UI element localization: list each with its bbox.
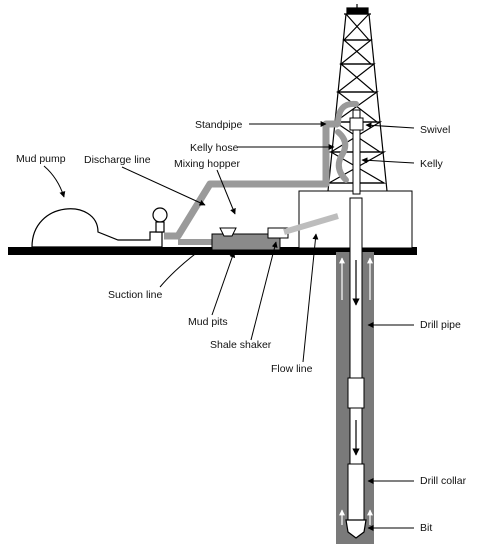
kelly	[352, 109, 361, 195]
label-discharge-line: Discharge line	[84, 154, 151, 166]
drill-bit	[345, 519, 367, 539]
mud-pits	[211, 233, 281, 251]
label-suction-line: Suction line	[108, 289, 162, 301]
mud-pump	[31, 207, 168, 248]
label-standpipe: Standpipe	[195, 119, 242, 131]
derrick	[326, 4, 388, 192]
drill-collar-upper	[347, 377, 365, 409]
label-bit: Bit	[420, 522, 432, 534]
leader-arrows	[43, 121, 415, 531]
flow-arrows	[339, 257, 373, 525]
label-flow-line: Flow line	[271, 363, 313, 375]
label-mud-pits: Mud pits	[188, 316, 228, 328]
flow-line	[283, 213, 339, 235]
discharge-line	[164, 120, 338, 240]
ground-surface	[8, 247, 417, 255]
label-swivel: Swivel	[420, 124, 450, 136]
label-mixing-hopper: Mixing hopper	[174, 158, 240, 170]
mixing-hopper	[219, 227, 237, 237]
swivel	[349, 117, 364, 131]
label-shale-shaker: Shale shaker	[210, 339, 272, 351]
label-kelly: Kelly	[420, 158, 444, 170]
label-drill-collar: Drill collar	[420, 475, 467, 487]
label-drill-pipe: Drill pipe	[420, 319, 461, 331]
label-mud-pump: Mud pump	[16, 153, 66, 165]
label-kelly-hose: Kelly hose	[190, 142, 239, 154]
kelly-hose	[335, 100, 359, 183]
drill-collar	[347, 463, 365, 521]
